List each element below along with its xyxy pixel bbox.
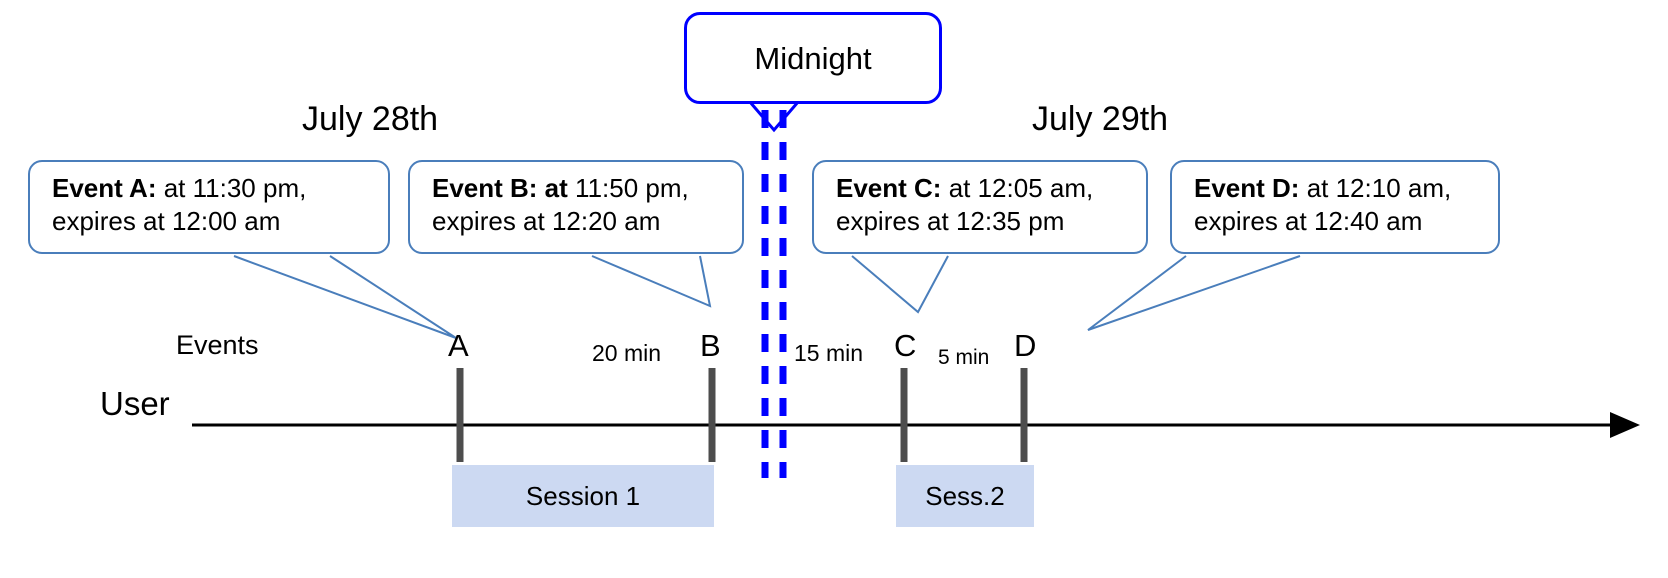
midnight-callout-tail <box>748 101 800 133</box>
interval-label-c-d: 5 min <box>938 346 990 369</box>
midnight-callout: Midnight <box>684 12 942 104</box>
callout-event-a-body: at 11:30 pm, expires at 12:00 am <box>52 173 307 237</box>
event-letter-b: B <box>700 328 721 363</box>
date-label-july-28: July 28th <box>302 100 439 138</box>
callout-event-c: Event C: at 12:05 am, expires at 12:35 p… <box>812 160 1148 254</box>
events-row-label: Events <box>176 330 259 360</box>
leader-d <box>1087 255 1301 331</box>
callout-leader-lines <box>233 255 1301 339</box>
event-letter-a: A <box>448 328 469 363</box>
event-letter-c: C <box>894 328 917 363</box>
callout-event-d-lead: Event D: <box>1194 173 1300 203</box>
interval-label-b-c: 15 min <box>794 340 864 366</box>
callout-event-c-body: at 12:05 am, expires at 12:35 pm <box>836 173 1094 237</box>
event-tick-marks <box>456 368 1028 462</box>
leader-c <box>851 255 949 314</box>
interval-label-a-b: 20 min <box>592 340 662 366</box>
timeline-axis <box>192 412 1640 438</box>
callout-event-b-lead: Event B: at <box>432 173 568 203</box>
callout-event-b-body: 11:50 pm, expires at 12:20 am <box>432 173 689 237</box>
callout-event-b: Event B: at 11:50 pm, expires at 12:20 a… <box>408 160 744 254</box>
user-row-label: User <box>100 385 170 422</box>
event-letter-d: D <box>1014 328 1037 363</box>
leader-b <box>591 255 712 308</box>
leader-a <box>233 255 457 339</box>
date-label-july-29: July 29th <box>1032 100 1169 138</box>
session-box-2: Sess.2 <box>896 465 1034 527</box>
session-box-1: Session 1 <box>452 465 714 527</box>
midnight-divider <box>761 110 787 478</box>
callout-event-d-body: at 12:10 am, expires at 12:40 am <box>1194 173 1452 237</box>
callout-event-d: Event D: at 12:10 am, expires at 12:40 a… <box>1170 160 1500 254</box>
callout-event-c-lead: Event C: <box>836 173 942 203</box>
callout-event-a: Event A: at 11:30 pm, expires at 12:00 a… <box>28 160 390 254</box>
callout-event-a-lead: Event A: <box>52 173 157 203</box>
